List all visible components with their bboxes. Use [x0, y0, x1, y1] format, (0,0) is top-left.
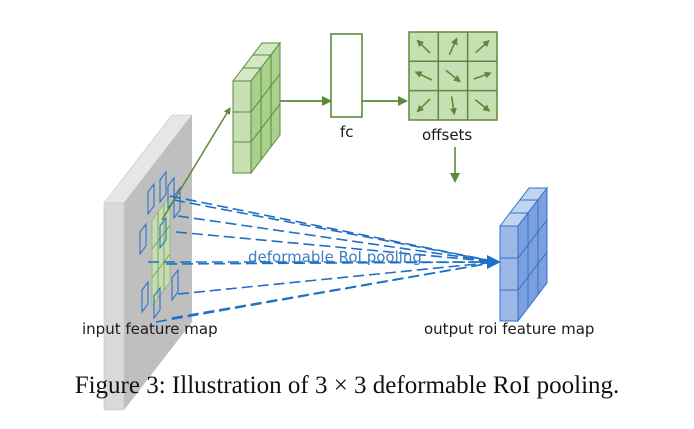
pooling-dashed-lines: [148, 195, 498, 323]
offset-arrow-icon: [449, 96, 457, 116]
green-feature-cube: [231, 41, 282, 175]
offset-arrow-icon: [414, 71, 433, 81]
fc-layer-box: [330, 33, 363, 118]
offsets-label: offsets: [422, 126, 472, 144]
offset-arrow-icon: [474, 99, 491, 112]
figure-caption: Figure 3: Illustration of 3 × 3 deformab…: [74, 372, 620, 399]
pooling-label: deformable RoI pooling: [248, 248, 422, 266]
offset-arrow-icon: [416, 39, 431, 54]
output-roi-cube: [498, 186, 549, 323]
offsets-grid: [408, 31, 498, 121]
deformed-bins: [139, 170, 181, 320]
offset-arrow-icon: [475, 39, 490, 54]
input-label: input feature map: [82, 320, 218, 338]
slab-front: [103, 202, 125, 411]
offset-arrow-icon: [445, 69, 461, 83]
offset-arrow-icon: [448, 37, 458, 56]
offset-arrows: [414, 37, 492, 116]
offset-arrow-icon: [473, 71, 492, 80]
offset-arrow-icon: [416, 98, 431, 113]
fc-label: fc: [340, 123, 354, 141]
output-label: output roi feature map: [424, 320, 594, 338]
roi-to-cube-arrow: [161, 107, 231, 221]
